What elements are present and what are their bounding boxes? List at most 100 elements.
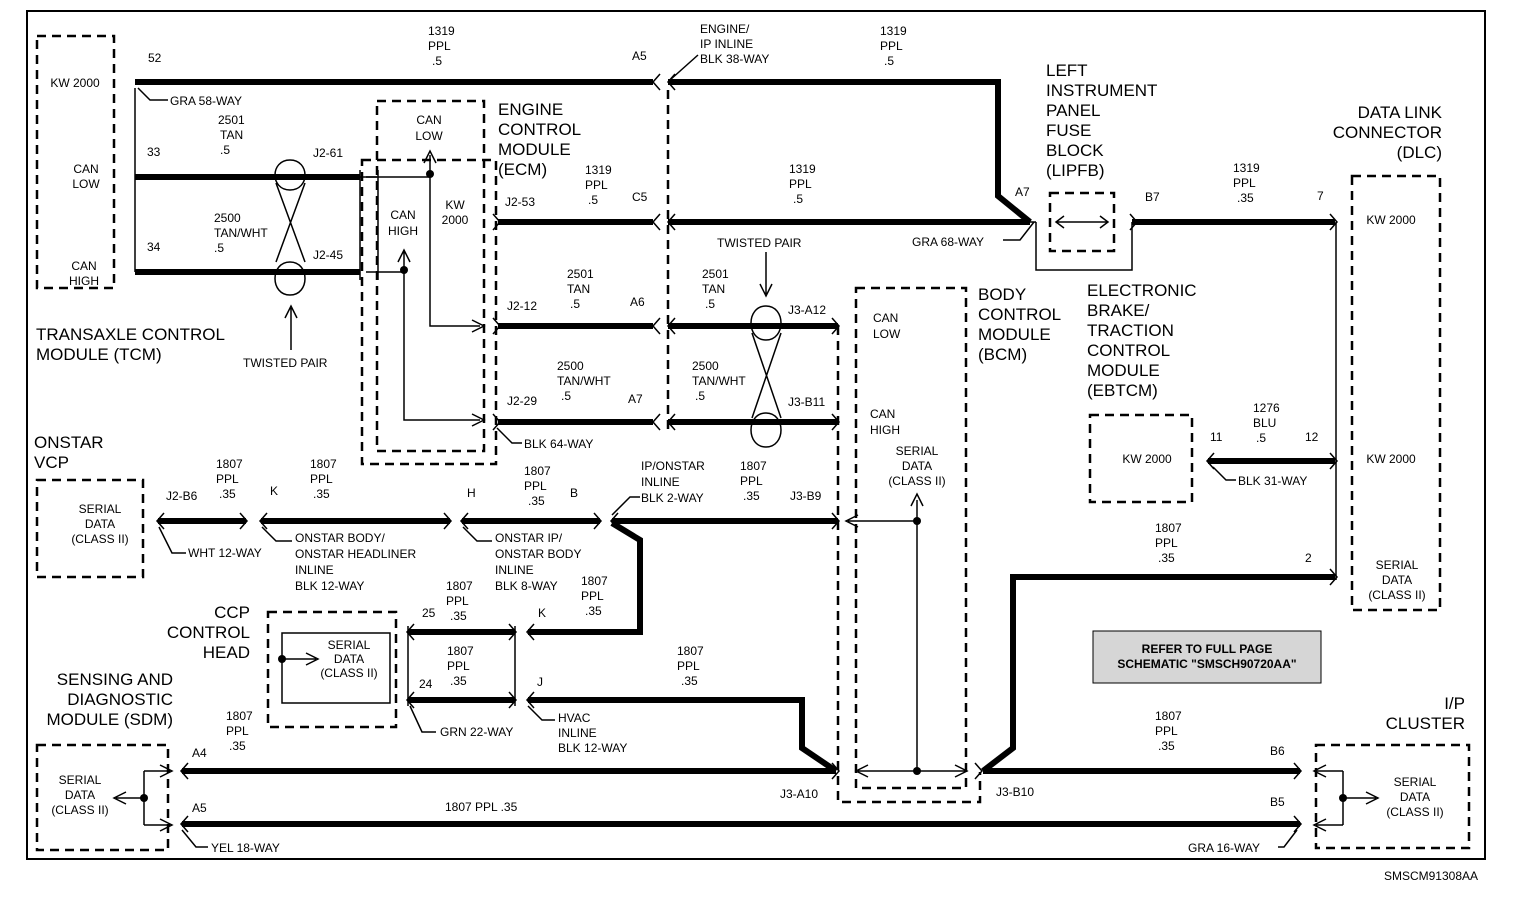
blk31-label: BLK 31-WAY	[1238, 474, 1307, 488]
pin-2: 2	[1305, 551, 1312, 565]
gra58-leader	[137, 87, 168, 101]
ipc-node	[1339, 794, 1347, 802]
bcm-connectors	[831, 317, 983, 780]
pin-j3-b9: J3-B9	[790, 489, 822, 503]
pin-j2-29: J2-29	[507, 394, 537, 408]
bcm-twisted-pair	[750, 252, 782, 448]
pin-k-hvac: K	[538, 606, 546, 620]
ccp-connector-bar	[407, 626, 516, 706]
bottom-connectors	[180, 762, 1302, 833]
pin-j3-a12: J3-A12	[788, 303, 826, 317]
pin-34: 34	[147, 240, 161, 254]
gra16-label: GRA 16-WAY	[1188, 841, 1260, 855]
wire-j-to-j3-a10	[528, 697, 838, 774]
bcm-serial-lines	[844, 492, 969, 778]
pin-j2-12: J2-12	[507, 299, 537, 313]
lipfb-internal	[1054, 215, 1110, 229]
blk31-leader	[1212, 466, 1236, 481]
hvac-leader	[527, 705, 555, 721]
pin-j: J	[537, 675, 543, 689]
pin-j2-53: J2-53	[505, 195, 535, 209]
gra16-leader	[1278, 829, 1298, 848]
bcm-outer-bracket	[836, 326, 982, 804]
pin-b7: B7	[1145, 190, 1160, 204]
blk64-leader	[496, 427, 522, 444]
refer-note-box	[1092, 630, 1322, 684]
ccp-inner	[281, 632, 391, 704]
engine-ip-inline-leader	[669, 54, 699, 81]
dlc-top-connector	[1129, 213, 1338, 231]
pin-a7-ecm: A7	[628, 392, 643, 406]
ccp-box	[266, 610, 398, 729]
twisted-pair-label-1: TWISTED PAIR	[243, 356, 328, 370]
ccp-node	[278, 655, 286, 663]
dlc-kw2000-top: KW 2000	[1366, 213, 1416, 227]
twisted-pair-label-2: TWISTED PAIR	[717, 236, 802, 250]
yel18-leader	[181, 829, 208, 848]
pin-52: 52	[148, 51, 162, 65]
pin-b: B	[570, 486, 578, 500]
dlc-serial-connector	[1329, 568, 1338, 586]
wire-1807-bottom: 1807 PPL .35	[445, 800, 518, 814]
onstar-box	[35, 478, 145, 579]
lipfb-bracket	[1030, 221, 1133, 271]
ecm-tcm-connector	[359, 170, 379, 280]
sdm-box	[35, 743, 170, 852]
pin-a5-bot: A5	[192, 801, 207, 815]
tcm-box	[35, 34, 116, 290]
bcm-serial-node-top	[913, 517, 921, 525]
pin-a5-top: A5	[632, 49, 647, 63]
ipc-box	[1314, 743, 1471, 850]
wire-1319-to-lipfb	[668, 79, 1032, 225]
lipfb-box	[1048, 191, 1116, 253]
pin-33: 33	[147, 145, 161, 159]
drawing-id: SMSCM91308AA	[1384, 869, 1478, 883]
diagram-border	[26, 10, 1486, 860]
pin-j3-b11: J3-B11	[788, 395, 825, 409]
gra68-leader	[1003, 221, 1035, 241]
ecm-outer-box	[360, 158, 498, 466]
pin-25: 25	[422, 606, 436, 620]
dlc-box	[1350, 174, 1442, 612]
bcm-box	[854, 286, 968, 790]
ecm-connector-brackets	[492, 73, 676, 431]
